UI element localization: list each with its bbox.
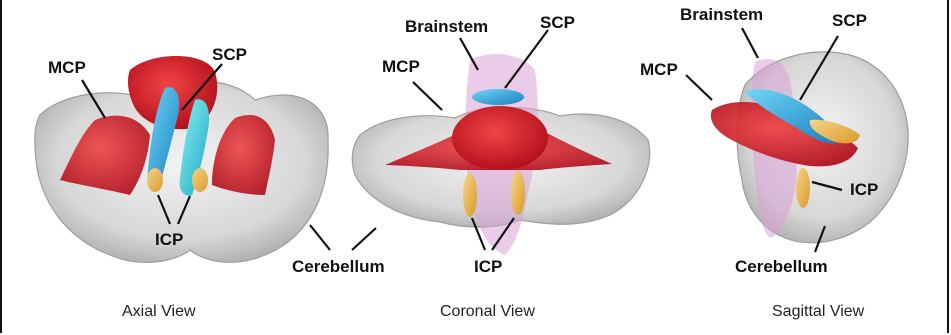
cerebellum-leader-left bbox=[310, 225, 330, 250]
cerebellum-label: Cerebellum bbox=[292, 257, 385, 276]
coronal-scp-label: SCP bbox=[540, 13, 575, 32]
coronal-mcp-core bbox=[452, 106, 548, 170]
sagittal-caption: Sagittal View bbox=[772, 303, 865, 320]
coronal-brainstem-leader bbox=[460, 38, 478, 70]
sagittal-brainstem-label: Brainstem bbox=[680, 5, 763, 24]
axial-scp-label: SCP bbox=[212, 45, 247, 64]
coronal-brainstem-label: Brainstem bbox=[405, 17, 488, 36]
coronal-panel: Brainstem SCP MCP ICP Cerebellum Coronal… bbox=[292, 13, 650, 320]
coronal-mcp-leader bbox=[413, 82, 442, 110]
axial-icp-left bbox=[147, 168, 163, 192]
coronal-mcp-label: MCP bbox=[382, 57, 420, 76]
sagittal-scp-label: SCP bbox=[832, 11, 867, 30]
coronal-icp-label: ICP bbox=[474, 257, 502, 276]
axial-icp-right bbox=[192, 168, 208, 192]
coronal-icp-left bbox=[463, 173, 477, 217]
axial-icp-label: ICP bbox=[155, 230, 183, 249]
coronal-scp-shape bbox=[472, 89, 524, 105]
sagittal-mcp-label: MCP bbox=[640, 60, 678, 79]
coronal-icp-right bbox=[511, 171, 525, 215]
sagittal-brainstem-leader bbox=[742, 28, 758, 58]
axial-mcp-label: MCP bbox=[48, 58, 86, 77]
sagittal-mcp-leader bbox=[686, 75, 712, 100]
coronal-caption: Coronal View bbox=[440, 303, 535, 320]
cerebellum-leader-right bbox=[352, 228, 376, 250]
sagittal-icp-label: ICP bbox=[850, 180, 878, 199]
sagittal-panel: Brainstem SCP MCP ICP Cerebellum Sagitta… bbox=[640, 5, 908, 320]
sagittal-icp-shape-lower bbox=[796, 168, 810, 208]
sagittal-cerebellum-label: Cerebellum bbox=[735, 257, 828, 276]
axial-panel: MCP SCP ICP Axial View bbox=[35, 45, 328, 320]
axial-caption: Axial View bbox=[122, 303, 196, 320]
